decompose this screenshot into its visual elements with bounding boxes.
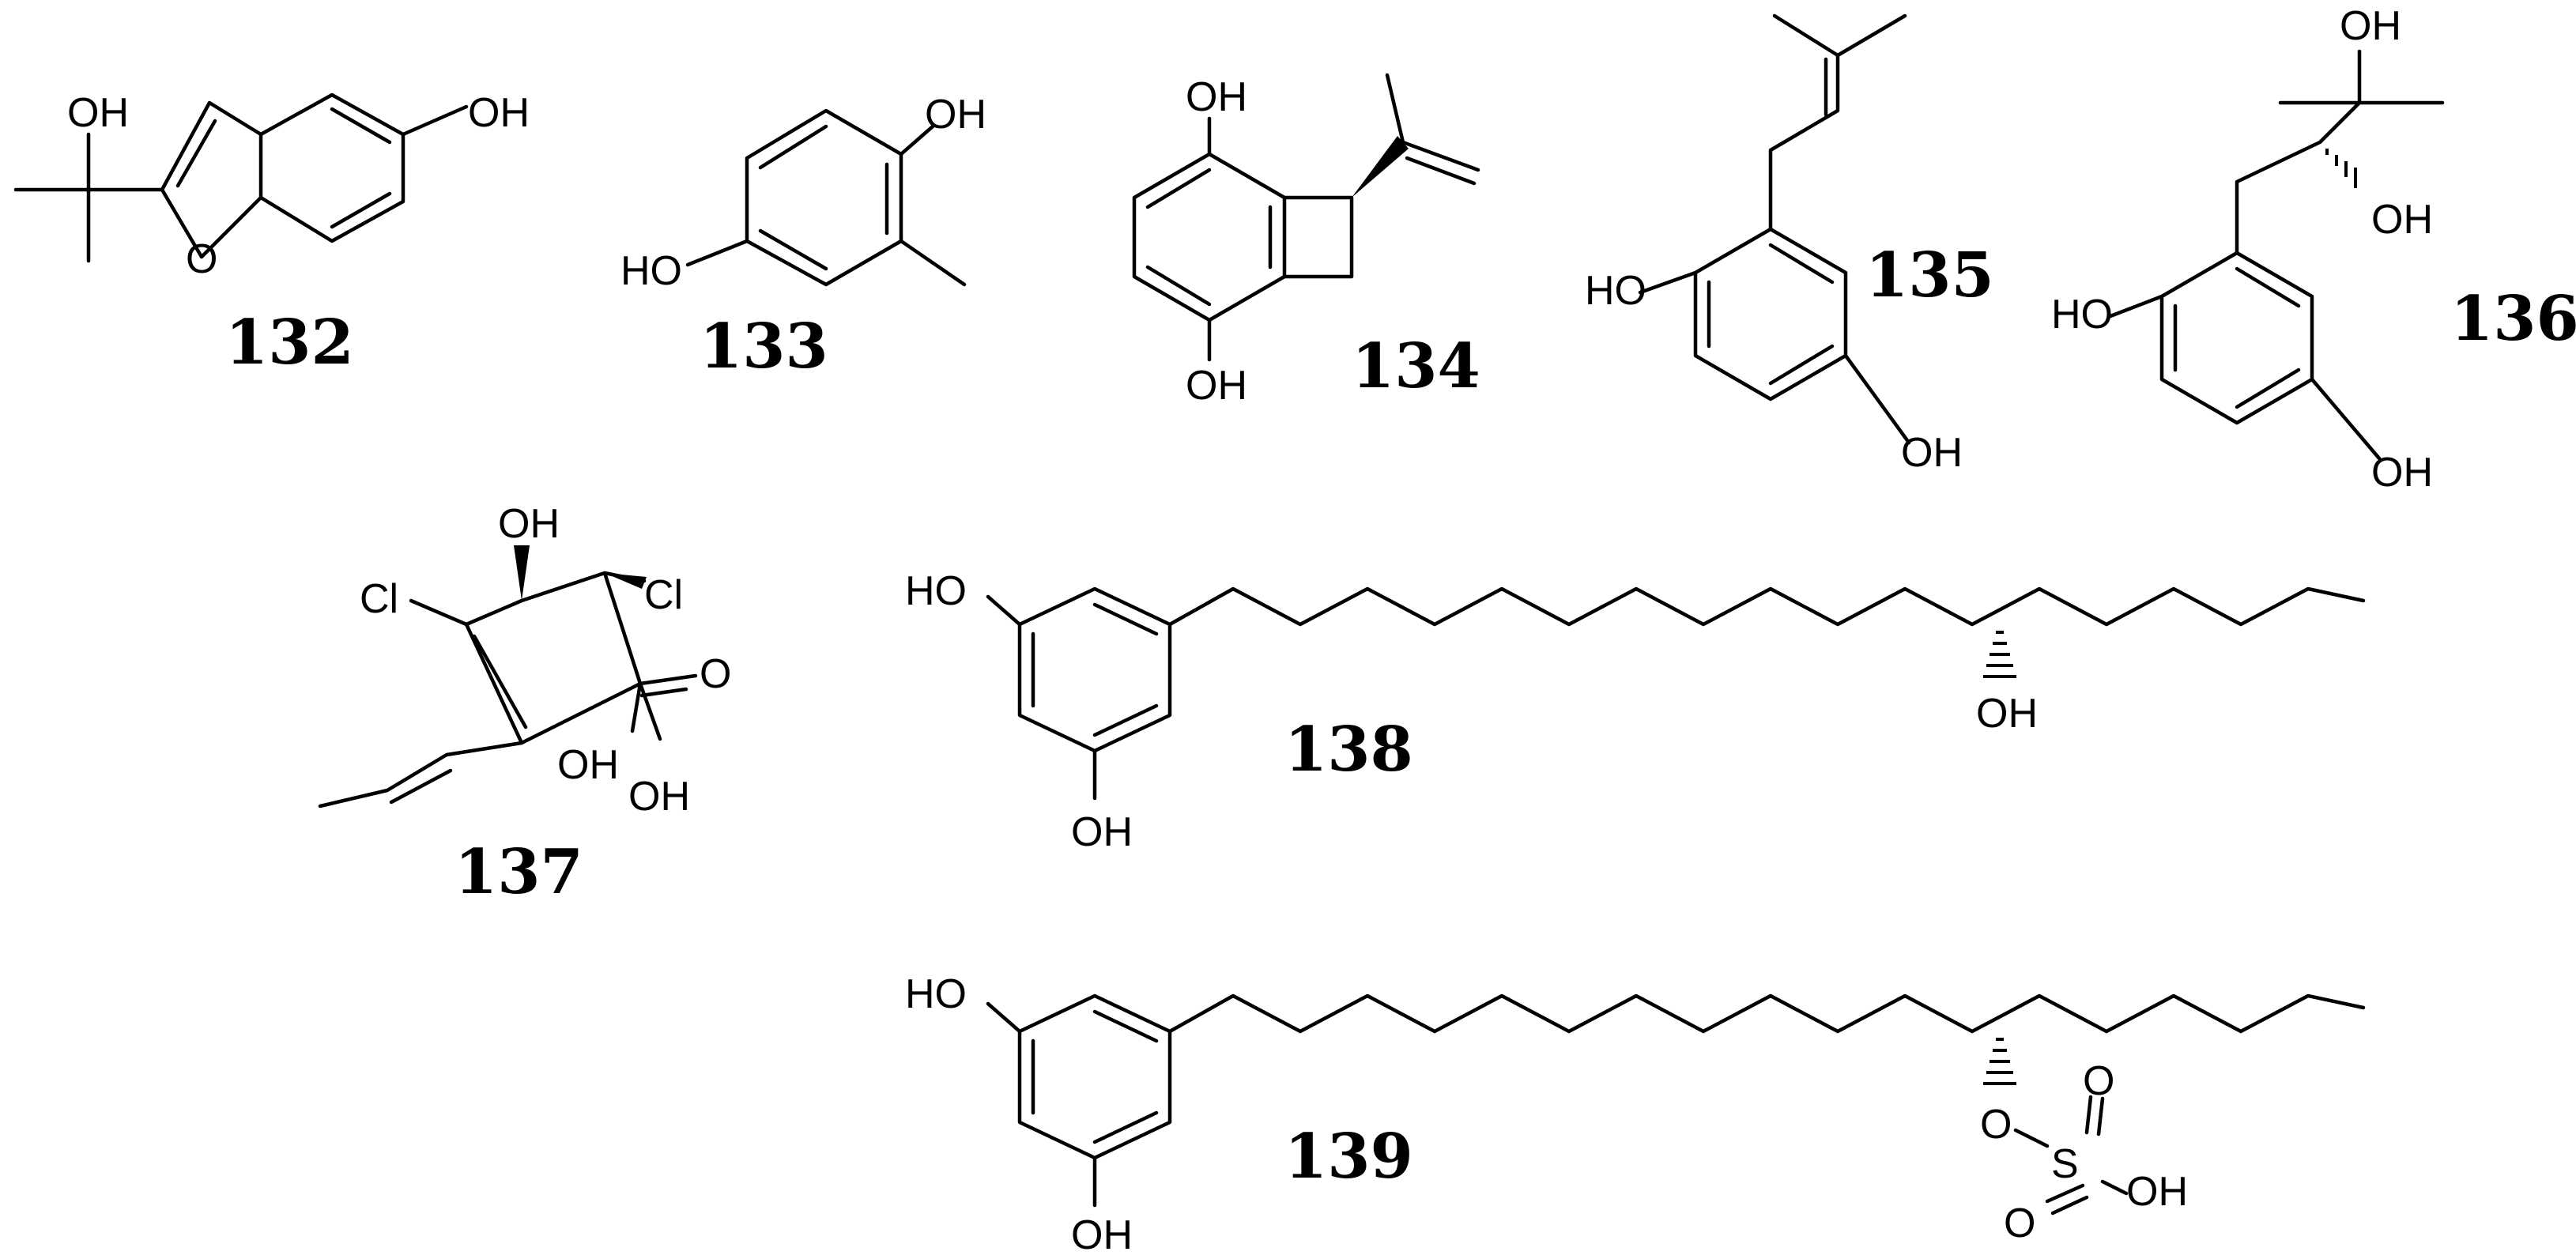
- compound-id: 133: [700, 311, 828, 383]
- compound-133-bonds: [685, 108, 967, 287]
- label-o: O: [2083, 1058, 2114, 1104]
- compound-139: HO OH O S O O OH 139: [905, 971, 2366, 1258]
- compound-136: OH OH HO OH 136: [2051, 3, 2576, 496]
- label-oh: OH: [498, 501, 560, 547]
- label-oh: OH: [67, 90, 129, 136]
- compound-id: 139: [1284, 1121, 1413, 1193]
- compound-137: OH Cl Cl O OH OH 137: [318, 501, 731, 908]
- stereo-wedge: [514, 545, 530, 601]
- label-s: S: [2051, 1141, 2079, 1187]
- stereo-wedge: [1352, 136, 1409, 198]
- compound-id: 132: [225, 307, 354, 379]
- label-cl: Cl: [644, 572, 683, 618]
- compound-id: 136: [2450, 283, 2576, 355]
- label-o: O: [700, 651, 731, 697]
- label-oh: OH: [2126, 1169, 2188, 1215]
- label-oh: OH: [628, 774, 690, 820]
- compound-137-bonds: [318, 571, 698, 809]
- label-oh: OH: [2340, 3, 2401, 49]
- label-oh: OH: [2371, 197, 2433, 243]
- stereo-hash: [1983, 1038, 2016, 1085]
- compound-id: 137: [454, 836, 583, 908]
- compound-132: OH OH O 132: [13, 90, 530, 379]
- compound-133: OH HO 133: [620, 92, 986, 383]
- stereo-hash: [1983, 631, 2016, 678]
- label-o: O: [2004, 1201, 2035, 1246]
- compound-id: 135: [1865, 239, 1994, 311]
- compound-138-bonds: [986, 586, 2366, 801]
- compound-134-bonds: [1132, 73, 1480, 362]
- compound-132-bonds: [13, 92, 469, 263]
- label-oh: OH: [557, 742, 619, 788]
- label-ho: HO: [2051, 292, 2113, 337]
- compound-id: 134: [1352, 330, 1480, 402]
- label-oh: OH: [468, 90, 530, 136]
- compound-136-bonds: [2108, 49, 2445, 461]
- compound-139-bonds: [986, 993, 2366, 1216]
- compound-135: HO OH 135: [1585, 13, 1994, 476]
- label-oh: OH: [1071, 1212, 1133, 1258]
- stereo-wedge: [605, 573, 647, 589]
- label-ho: HO: [1585, 268, 1646, 314]
- label-oh: OH: [1976, 691, 2038, 737]
- label-o: O: [1980, 1102, 2012, 1148]
- label-oh: OH: [1186, 74, 1247, 120]
- compound-id: 138: [1284, 714, 1413, 786]
- compound-134: OH OH 134: [1132, 73, 1480, 409]
- compound-138: HO OH OH 138: [905, 568, 2366, 855]
- label-oh: OH: [925, 92, 986, 138]
- label-ho: HO: [905, 971, 967, 1017]
- label-oh: OH: [2371, 450, 2433, 496]
- label-oh: OH: [1901, 430, 1963, 476]
- label-oh: OH: [1186, 363, 1247, 409]
- label-oh: OH: [1071, 809, 1133, 855]
- compound-135-bonds: [1638, 13, 1911, 445]
- label-ho: HO: [905, 568, 967, 614]
- stereo-hash: [2325, 149, 2357, 188]
- label-cl: Cl: [360, 576, 398, 622]
- label-o: O: [186, 236, 217, 282]
- label-ho: HO: [620, 248, 682, 294]
